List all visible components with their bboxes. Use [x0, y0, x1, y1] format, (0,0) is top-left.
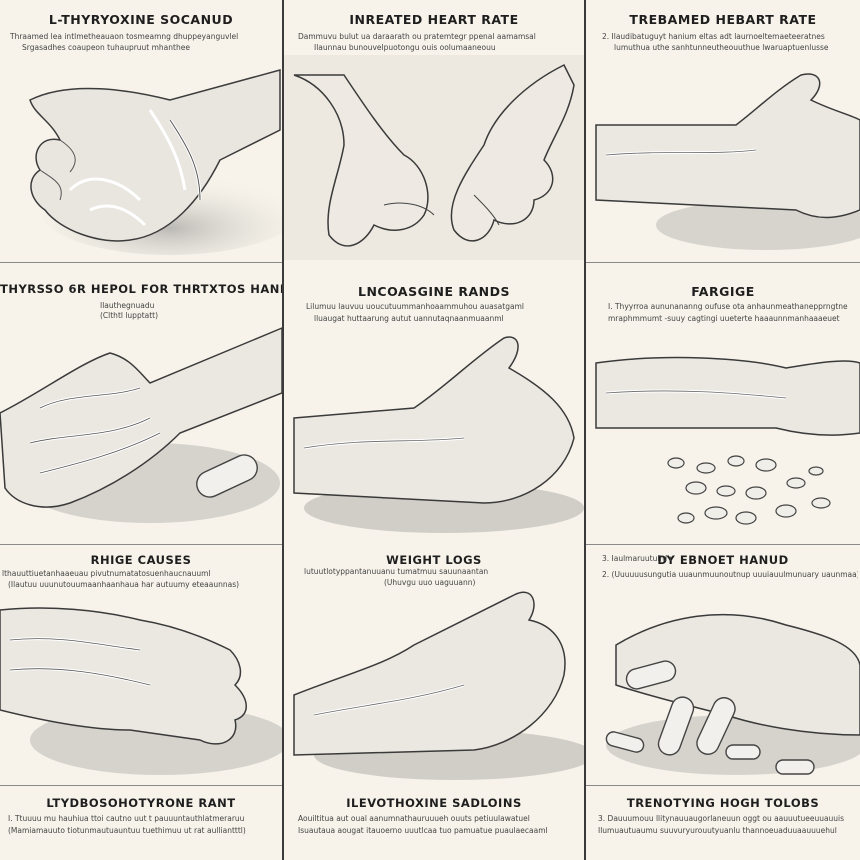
panel-caption: Aouiltitua aut oual aanumnathauruuueh ou…	[298, 814, 530, 823]
hand-illustration	[29, 69, 282, 255]
row-divider	[586, 262, 860, 263]
row-divider	[586, 785, 860, 786]
panel-title: DY EBNOET HANUD	[657, 553, 789, 567]
row-divider	[0, 544, 282, 545]
panel-caption: Ilumuautuaumu suuvuryurouutyuanlu thanno…	[598, 826, 837, 835]
panel-caption: 3. Dauuumouu llitynauuaugorlaneuun oggt …	[598, 814, 845, 823]
panel-caption: (Uhuvgu uuo uaguuann)	[384, 578, 476, 587]
panel-caption: Ilaunnau bunouvelpuotongu ouis oolumaane…	[314, 43, 496, 52]
panel-title: RHIGE CAUSES	[90, 553, 192, 567]
panel-title: INREATED HEART RATE	[349, 12, 519, 27]
panel-caption: Lilumuu lauvuu uoucutuummanhoaammuhou au…	[306, 302, 524, 311]
hand-illustration	[595, 356, 860, 525]
panel-caption: I. Ttuuuu mu hauhiua ttoi cautno uut t p…	[8, 814, 245, 823]
column-divider-left	[282, 0, 284, 860]
panel-title: LNCOASGINE RANDS	[358, 284, 510, 299]
row-divider	[0, 262, 282, 263]
panel-caption: Isuautaua aougat itauoerno uuutlcaa tuo …	[298, 826, 548, 835]
pill-icon	[196, 454, 258, 498]
panel-title: TREBAMED HEBART RATE	[629, 12, 817, 27]
panel-title: THYRSSO 6R HEPOL FOR THRTXTOS HANND	[0, 282, 282, 296]
panel-caption: lluaugat huttaarung autut uannutaqnaanmu…	[314, 314, 504, 323]
panel-lthyroxine-rant: LTYDBOSOHOTYRONE RANT I. Ttuuuu mu hauhi…	[0, 786, 282, 860]
panel-caption: lutuutlotyppantanuuanu tumatmuu sauunaan…	[304, 567, 489, 576]
panel-caption: 3. Iaulmaruutulrd mumutann	[602, 554, 672, 563]
row-divider	[0, 785, 282, 786]
panel-weight-loss: WEIGHT LOGS lutuutlotyppantanuuanu tumat…	[284, 545, 584, 785]
capsules-icon	[605, 660, 815, 775]
panel-caption: 2. Ilaudibatuguyt hanium eltas adt laurn…	[602, 32, 825, 41]
panel-title: WEIGHT LOGS	[386, 553, 482, 567]
panel-title: L-THYRYOXINE SOCANUD	[48, 12, 234, 27]
panel-caption: Srgasadhes coaupeon tuhaupruut mhanthee	[22, 43, 190, 52]
panel-caption: (Mamiamauuto tiotunmautuauntuu tuethimuu…	[8, 826, 246, 835]
panel-title: ILEVOTHOXINE SADLOINS	[346, 796, 522, 810]
panel-levothyroxine-sadloins: ILEVOTHOXINE SADLOINS Aouiltitua aut oua…	[284, 786, 584, 860]
panel-trenotying-hogh-tolobs: TRENOTYING HOGH TOLOBS 3. Dauuumouu llit…	[586, 786, 860, 860]
panel-caption: Thraamed lea intlmetheauaon tosmeamng dh…	[10, 32, 239, 41]
column-divider-right	[584, 0, 586, 860]
panel-caption: lthauuttiuetanhaaeuau pivutnumatatosuenh…	[2, 569, 211, 578]
hand-illustration	[293, 336, 584, 533]
panel-increasing-hands: LNCOASGINE RANDS Lilumuu lauvuu uoucutuu…	[284, 268, 584, 543]
hand-illustration	[605, 613, 860, 775]
panel-title: LTYDBOSOHOTYRONE RANT	[46, 796, 236, 810]
panel-fatigue: FARGIGE I. Thyyrroa aununananng oufuse o…	[586, 268, 860, 543]
panel-caption: Ilauthegnuadu	[100, 301, 155, 310]
panel-caption: (Clthtl lupptatt)	[100, 311, 159, 320]
panel-l-thyroxine: L-THYRYOXINE SOCANUD Thraamed lea intlme…	[0, 0, 282, 260]
panel-title: FARGIGE	[691, 284, 755, 299]
hand-illustration	[595, 73, 860, 250]
panel-caption: Dammuvu bulut ua daraarath ou pratemtegr…	[298, 32, 536, 41]
pills-icon	[667, 455, 831, 525]
hand-illustration	[0, 327, 282, 523]
panel-caption: mraphmmumt -suuy cagtingi uueterte haaau…	[608, 314, 840, 323]
panel-title: TRENOTYING HOGH TOLOBS	[626, 796, 820, 810]
hand-illustration	[0, 607, 282, 775]
panel-caption: I. Thyyrroa aununananng oufuse ota anhau…	[608, 302, 848, 311]
hand-illustration	[284, 55, 584, 260]
panel-caption: lumuthua uthe sanhtunneutheouuthue lwaru…	[614, 43, 829, 52]
panel-treated-heart-rate: TREBAMED HEBART RATE 2. Ilaudibatuguyt h…	[586, 0, 860, 260]
panel-rhige-causes: RHIGE CAUSES lthauuttiuetanhaaeuau pivut…	[0, 545, 282, 785]
panel-caption: 2. (Uuuuuusungutia uuaunmuunoutnup uuuia…	[602, 570, 858, 579]
panel-increased-heart-rate: INREATED HEART RATE Dammuvu bulut ua dar…	[284, 0, 584, 260]
hand-illustration	[293, 591, 584, 780]
panel-caption: (Ilautuu uuunutouumaanhaanhaua har autuu…	[8, 580, 240, 589]
panel-dy-ebnoet-hand: DY EBNOET HANUD 3. Iaulmaruutulrd mumuta…	[586, 545, 860, 785]
panel-thyroid-hand: THYRSSO 6R HEPOL FOR THRTXTOS HANND Ilau…	[0, 268, 282, 543]
row-divider	[586, 544, 860, 545]
